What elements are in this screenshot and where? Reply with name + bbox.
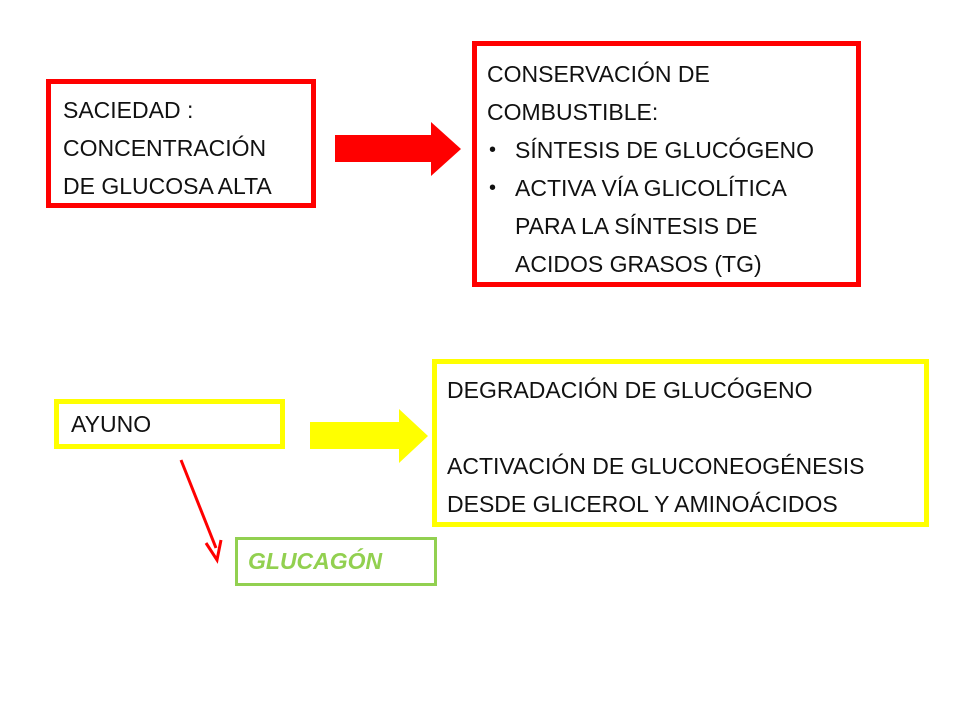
red-block-arrow	[335, 122, 461, 176]
saciedad-line-2: CONCENTRACIÓN	[63, 135, 267, 161]
saciedad-line-1: SACIEDAD :	[63, 97, 194, 123]
conservacion-heading-2: COMBUSTIBLE:	[487, 99, 659, 125]
red-line-arrow	[179, 459, 223, 564]
blank-spacer	[447, 409, 924, 447]
ayuno-label: AYUNO	[71, 411, 152, 437]
saciedad-box: SACIEDAD : CONCENTRACIÓN DE GLUCOSA ALTA	[46, 79, 316, 208]
conservacion-heading-1: CONSERVACIÓN DE	[487, 61, 710, 87]
bullet-item-via-glicolitica: • ACTIVA VÍA GLICOLÍTICA PARA LA SÍNTESI…	[487, 169, 856, 283]
saciedad-line-3: DE GLUCOSA ALTA	[63, 173, 272, 199]
ayuno-box: AYUNO	[54, 399, 285, 449]
bullet-2-line-2: PARA LA SÍNTESIS DE	[515, 213, 758, 239]
bullet-icon: •	[489, 177, 497, 199]
bullet-2-line-3: ACIDOS GRASOS (TG)	[515, 251, 762, 277]
degradacion-line-1: DEGRADACIÓN DE GLUCÓGENO	[447, 377, 813, 403]
degradacion-line-3: DESDE GLICEROL Y AMINOÁCIDOS	[447, 491, 838, 517]
bullet-icon: •	[489, 139, 497, 161]
bullet-2-line-1: ACTIVA VÍA GLICOLÍTICA	[515, 175, 787, 201]
bullet-item-sintesis-glucogeno: • SÍNTESIS DE GLUCÓGENO	[487, 131, 856, 169]
yellow-block-arrow	[310, 409, 428, 463]
bullet-1-line-1: SÍNTESIS DE GLUCÓGENO	[515, 137, 815, 163]
glucagon-label: GLUCAGÓN	[248, 548, 383, 574]
degradacion-box: DEGRADACIÓN DE GLUCÓGENO ACTIVACIÓN DE G…	[432, 359, 929, 527]
conservacion-bullet-list: • SÍNTESIS DE GLUCÓGENO • ACTIVA VÍA GLI…	[487, 131, 856, 283]
degradacion-line-2: ACTIVACIÓN DE GLUCONEOGÉNESIS	[447, 453, 865, 479]
conservacion-box: CONSERVACIÓN DE COMBUSTIBLE: • SÍNTESIS …	[472, 41, 861, 287]
glucagon-box: GLUCAGÓN	[235, 537, 437, 586]
